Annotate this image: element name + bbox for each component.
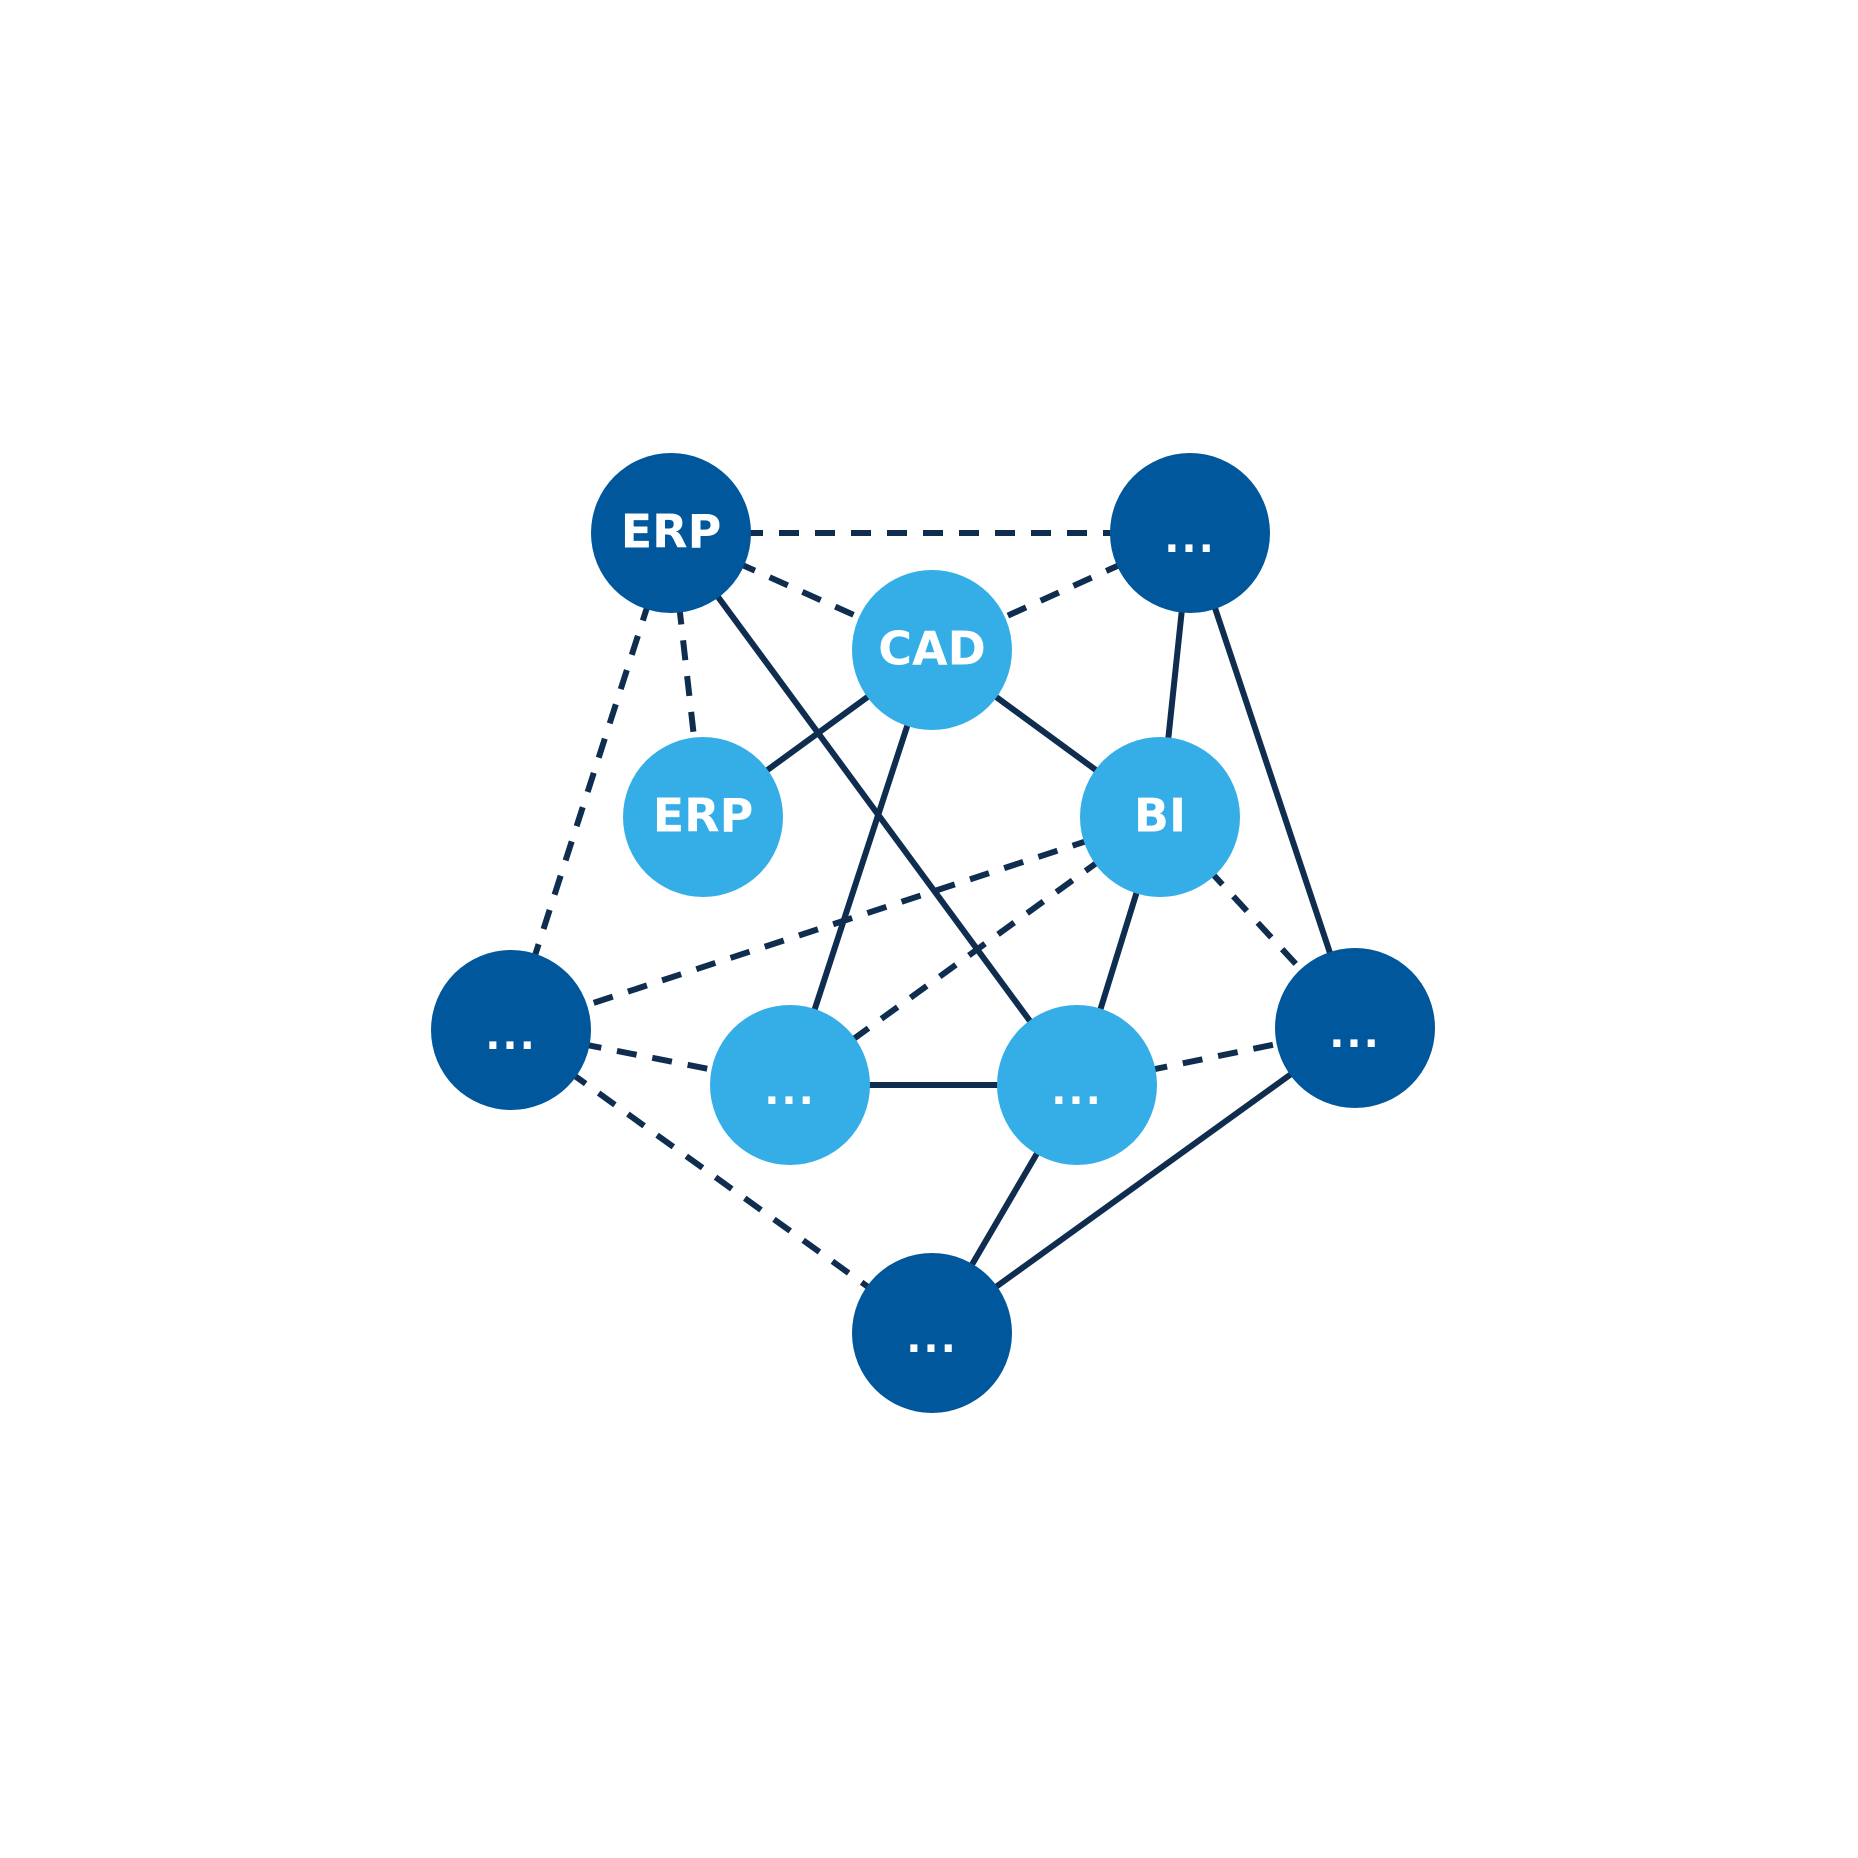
node-circle-erp-inner (623, 737, 783, 897)
edge-left-to-bottom (509, 1027, 934, 1336)
node-label-bi: BI (1134, 789, 1186, 843)
node-circle-left (431, 950, 591, 1110)
nodes-layer: ERP............ CAD ERP BI...... (431, 453, 1435, 1413)
node-label-erp-inner: ERP (653, 789, 754, 843)
edge-bi-to-left (510, 814, 1161, 1033)
node-label-left: ... (485, 1013, 537, 1059)
edge-top-right-to-right (1187, 532, 1358, 1029)
node-left: ... (431, 950, 591, 1110)
edge-erp-outer-to-left (508, 532, 674, 1031)
node-label-right: ... (1329, 1011, 1381, 1057)
node-label-inner-bottom-right: ... (1051, 1068, 1103, 1114)
node-circle-bi (1080, 737, 1240, 897)
node-top-right: ... (1110, 453, 1270, 613)
node-inner-bottom-left: ... (710, 1005, 870, 1165)
node-right: ... (1275, 948, 1435, 1108)
node-circle-erp-outer (591, 453, 751, 613)
node-label-erp-outer: ERP (621, 505, 722, 559)
node-circle-inner-bottom-left (710, 1005, 870, 1165)
node-erp-inner: ERP (623, 737, 783, 897)
node-circle-top-right (1110, 453, 1270, 613)
node-label-top-right: ... (1164, 516, 1216, 562)
edge-right-to-bottom (930, 1025, 1357, 1336)
node-bi: BI (1080, 737, 1240, 897)
node-bottom: ... (852, 1253, 1012, 1413)
node-inner-bottom-right: ... (997, 1005, 1157, 1165)
node-circle-cad (852, 570, 1012, 730)
node-label-cad: CAD (878, 622, 986, 676)
node-cad: CAD (852, 570, 1012, 730)
node-label-bottom: ... (906, 1316, 958, 1362)
node-circle-right (1275, 948, 1435, 1108)
node-circle-bottom (852, 1253, 1012, 1413)
node-erp-outer: ERP (591, 453, 751, 613)
node-label-inner-bottom-left: ... (764, 1068, 816, 1114)
edge-erp-outer-to-inner-bottom-right (668, 531, 1080, 1087)
node-circle-inner-bottom-right (997, 1005, 1157, 1165)
